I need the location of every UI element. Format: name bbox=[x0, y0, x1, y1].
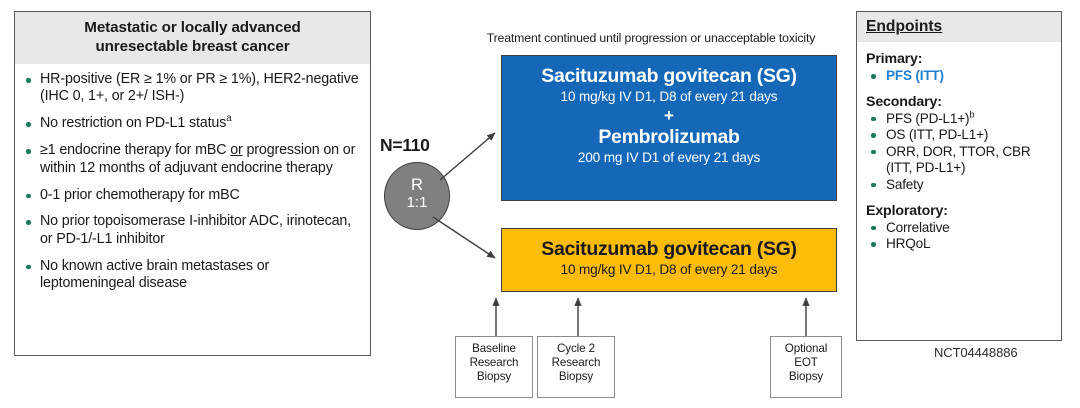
eligibility-criterion: No prior topoisomerase I-inhibitor ADC, … bbox=[24, 213, 362, 248]
footnote-marker-a: a bbox=[226, 113, 232, 125]
arrow-randomization-to-monotherapy bbox=[432, 216, 496, 259]
arm-combination-plus-sign: + bbox=[664, 106, 674, 125]
eligibility-criterion-text: HR-positive (ER ≥ 1% or PR ≥ 1%), HER2-n… bbox=[40, 71, 359, 105]
arm-combination-dose-1: 10 mg/kg IV D1, D8 of every 21 days bbox=[560, 89, 778, 104]
eligibility-criteria-panel: Metastatic or locally advanced unresecta… bbox=[14, 11, 371, 356]
arm-combination-drug-1: Sacituzumab govitecan (SG) bbox=[541, 65, 797, 87]
biopsy-baseline-line-1: Baseline bbox=[472, 342, 516, 355]
endpoint-item-exploratory: Correlative bbox=[866, 220, 1055, 237]
randomization-letter: R bbox=[411, 176, 423, 194]
endpoint-secondary-text: Safety bbox=[886, 176, 924, 192]
biopsy-box-baseline: Baseline Research Biopsy bbox=[455, 336, 533, 398]
eligibility-title-line-2: unresectable breast cancer bbox=[95, 37, 290, 55]
biopsy-cycle2-line-2: Research bbox=[551, 356, 601, 370]
eligibility-criteria-list: HR-positive (ER ≥ 1% or PR ≥ 1%), HER2-n… bbox=[15, 64, 370, 293]
treatment-arm-monotherapy: Sacituzumab govitecan (SG) 10 mg/kg IV D… bbox=[501, 228, 837, 292]
eligibility-criterion-text: No known active brain metastases or lept… bbox=[40, 257, 270, 292]
biopsy-box-optional-eot: Optional EOT Biopsy bbox=[770, 336, 842, 398]
eligibility-panel-title: Metastatic or locally advanced unresecta… bbox=[15, 12, 370, 64]
endpoints-secondary-list: PFS (PD-L1+)b OS (ITT, PD-L1+) ORR, DOR,… bbox=[866, 109, 1055, 194]
footnote-marker-b: b bbox=[969, 109, 975, 120]
endpoint-item-secondary: ORR, DOR, TTOR, CBR (ITT, PD-L1+) bbox=[866, 144, 1055, 177]
endpoints-panel: Endpoints Primary: PFS (ITT) Secondary: … bbox=[856, 11, 1062, 341]
eligibility-criterion: No restriction on PD-L1 statusa bbox=[24, 113, 362, 132]
eligibility-criterion: ≥1 endocrine therapy for mBC or progress… bbox=[24, 142, 362, 177]
biopsy-eot-line-3: Biopsy bbox=[788, 370, 824, 384]
enrollment-count-label: N=110 bbox=[380, 135, 430, 155]
endpoint-item-secondary: Safety bbox=[866, 177, 1055, 194]
endpoints-exploratory-list: Correlative HRQoL bbox=[866, 220, 1055, 253]
eligibility-criterion: No known active brain metastases or lept… bbox=[24, 258, 362, 293]
treatment-arm-combination: Sacituzumab govitecan (SG) 10 mg/kg IV D… bbox=[501, 55, 837, 201]
eligibility-title-line-1: Metastatic or locally advanced bbox=[84, 19, 301, 36]
endpoint-item-primary: PFS (ITT) bbox=[866, 68, 1055, 85]
endpoints-primary-heading: Primary: bbox=[866, 51, 923, 67]
eligibility-criterion-text: 0-1 prior chemotherapy for mBC bbox=[40, 186, 240, 203]
endpoints-primary-list: PFS (ITT) bbox=[866, 68, 1055, 85]
endpoint-secondary-text: OS (ITT, PD-L1+) bbox=[886, 127, 989, 143]
biopsy-baseline-line-2: Research bbox=[469, 356, 519, 370]
endpoint-secondary-text: ORR, DOR, TTOR, CBR (ITT, PD-L1+) bbox=[886, 143, 1031, 176]
arm-combination-dose-2: 200 mg IV D1 of every 21 days bbox=[577, 150, 761, 165]
endpoints-exploratory-heading: Exploratory: bbox=[866, 202, 948, 219]
biopsy-cycle2-line-1: Cycle 2 bbox=[557, 342, 595, 355]
endpoint-primary-text: PFS (ITT) bbox=[886, 68, 944, 83]
arm-monotherapy-drug-1: Sacituzumab govitecan (SG) bbox=[541, 238, 797, 260]
emphasis-or: or bbox=[230, 142, 243, 159]
eligibility-criterion: HR-positive (ER ≥ 1% or PR ≥ 1%), HER2-n… bbox=[24, 71, 362, 106]
eligibility-criterion: 0-1 prior chemotherapy for mBC bbox=[24, 187, 362, 204]
arrow-randomization-to-combination bbox=[439, 132, 496, 181]
biopsy-baseline-line-3: Biopsy bbox=[476, 370, 512, 384]
eligibility-criterion-text: No restriction on PD-L1 status bbox=[40, 115, 227, 132]
randomization-ratio: 1:1 bbox=[406, 194, 428, 211]
endpoint-exploratory-text: Correlative bbox=[886, 219, 950, 235]
arm-combination-drug-2: Pembrolizumab bbox=[598, 126, 740, 148]
arm-monotherapy-dose-1: 10 mg/kg IV D1, D8 of every 21 days bbox=[560, 262, 778, 277]
endpoints-secondary-heading: Secondary: bbox=[866, 93, 942, 110]
endpoint-item-exploratory: HRQoL bbox=[866, 236, 1055, 253]
treatment-continuation-note: Treatment continued until progression or… bbox=[486, 31, 816, 45]
biopsy-box-cycle-2: Cycle 2 Research Biopsy bbox=[537, 336, 615, 398]
eligibility-criterion-text: No prior topoisomerase I-inhibitor ADC, … bbox=[40, 213, 351, 247]
biopsy-eot-line-2: EOT bbox=[794, 356, 818, 370]
endpoints-panel-title: Endpoints bbox=[857, 12, 1061, 42]
endpoints-primary-group: Primary: PFS (ITT) Secondary: PFS (PD-L1… bbox=[857, 50, 1061, 253]
endpoint-secondary-text: PFS (PD-L1+) bbox=[886, 110, 970, 126]
biopsy-cycle2-line-3: Biopsy bbox=[558, 370, 594, 384]
endpoint-exploratory-text: HRQoL bbox=[886, 236, 931, 252]
endpoint-item-secondary: PFS (PD-L1+)b bbox=[866, 109, 1055, 128]
biopsy-eot-line-1: Optional bbox=[784, 342, 828, 355]
trial-registration-number: NCT04448886 bbox=[934, 345, 1018, 360]
randomization-node: R 1:1 bbox=[384, 162, 450, 230]
endpoint-item-secondary: OS (ITT, PD-L1+) bbox=[866, 127, 1055, 144]
